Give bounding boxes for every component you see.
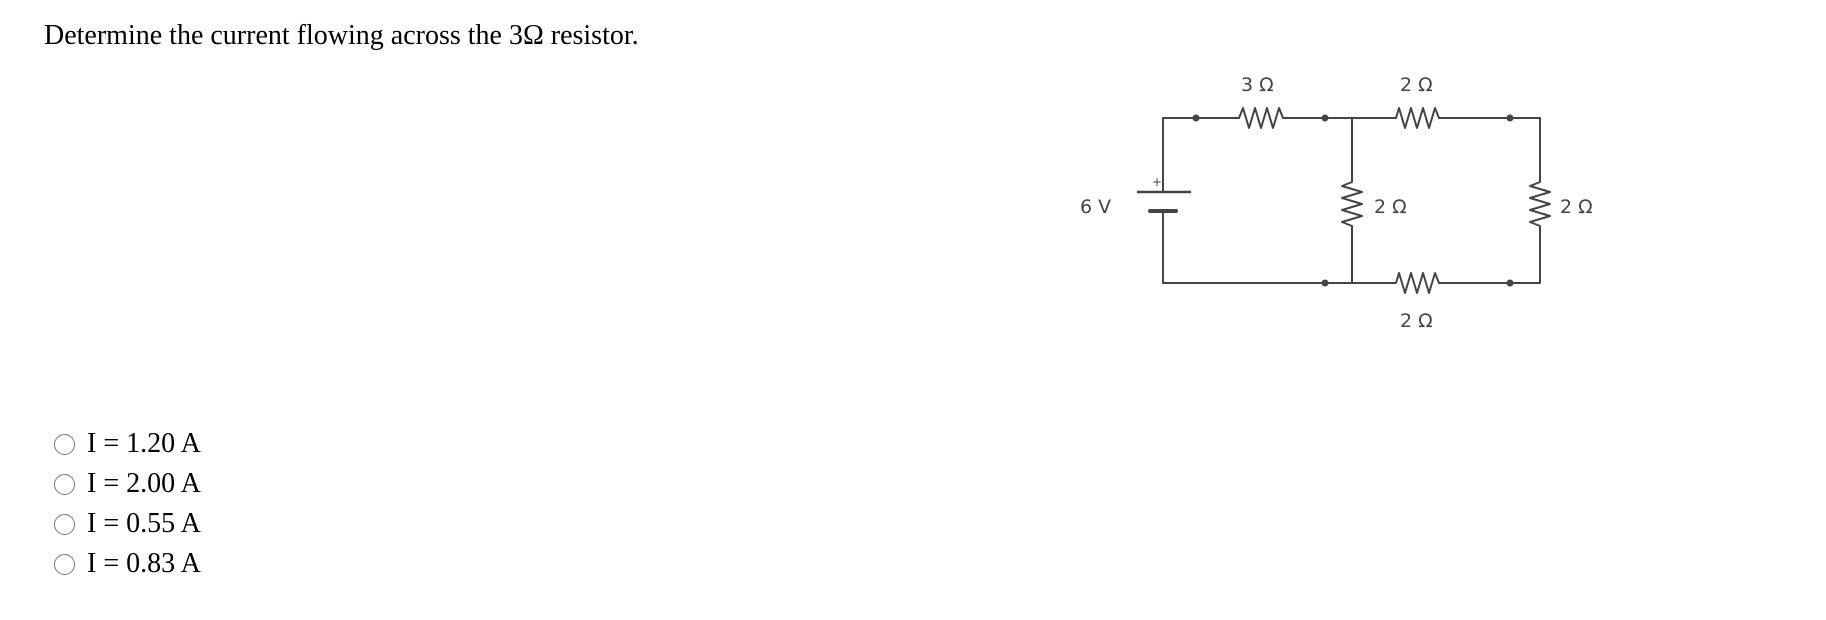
answer-option-1[interactable]: I = 1.20 A [54,424,201,464]
node-dot [1506,279,1514,287]
radio-button[interactable] [54,553,75,575]
node-dot [1321,114,1329,122]
label-r-3ohm: 3 Ω [1241,74,1274,96]
resistor-bottom [1351,272,1511,294]
resistor-middle-vertical [1341,117,1363,284]
answer-option-label: I = 2.00 A [87,468,201,499]
answer-options: I = 1.20 A I = 2.00 A I = 0.55 A I = 0.8… [54,424,201,584]
radio-button[interactable] [54,433,75,455]
answer-option-2[interactable]: I = 2.00 A [54,464,201,504]
answer-option-label: I = 0.55 A [87,508,201,539]
resistor-3ohm [1195,107,1326,129]
resistor-right-vertical [1509,117,1551,284]
wire-left-top [1162,117,1197,184]
node-dot [1321,279,1329,287]
source-label: 6 V [1080,196,1111,218]
resistor-top-right [1395,107,1511,129]
wire-bottom-left [1162,211,1353,284]
label-r-top-right: 2 Ω [1400,74,1433,96]
question-text: Determine the current flowing across the… [44,20,639,51]
answer-option-label: I = 1.20 A [87,428,201,459]
node-dot [1506,114,1514,122]
label-r-bottom: 2 Ω [1400,310,1433,332]
node-dot [1192,114,1200,122]
battery-plus-label: + [1152,175,1162,189]
answer-option-3[interactable]: I = 0.55 A [54,504,201,544]
label-r-right: 2 Ω [1560,196,1593,218]
radio-button[interactable] [54,473,75,495]
radio-button[interactable] [54,513,75,535]
answer-option-4[interactable]: I = 0.83 A [54,544,201,584]
label-r-middle: 2 Ω [1374,196,1407,218]
answer-option-label: I = 0.83 A [87,548,201,579]
